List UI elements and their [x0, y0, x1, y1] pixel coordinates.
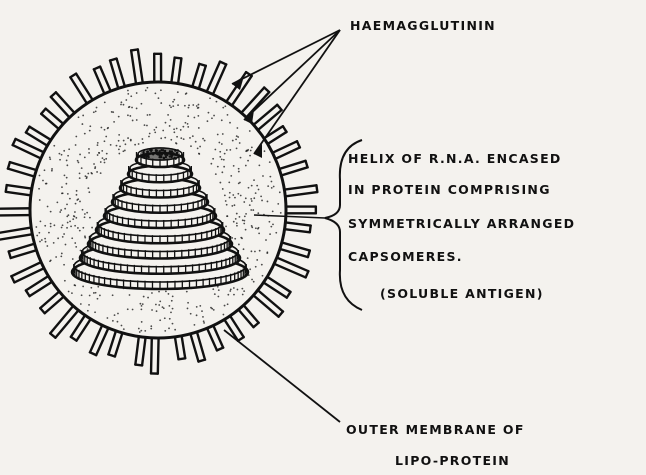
label-helix-line-2: IN PROTEIN COMPRISING: [348, 184, 551, 197]
label-helix-line-3: SYMMETRICALLY ARRANGED: [348, 218, 575, 231]
label-helix-line-1: HELIX OF R.N.A. ENCASED: [348, 153, 562, 166]
label-outer-membrane-line-1: OUTER MEMBRANE OF: [346, 424, 525, 437]
label-soluble-antigen: (SOLUBLE ANTIGEN): [380, 288, 544, 301]
label-outer-membrane-line-2: LIPO-PROTEIN: [395, 455, 510, 468]
label-helix-line-4: CAPSOMERES.: [348, 251, 463, 264]
label-haemagglutinin: HAEMAGGLUTININ: [350, 20, 496, 33]
